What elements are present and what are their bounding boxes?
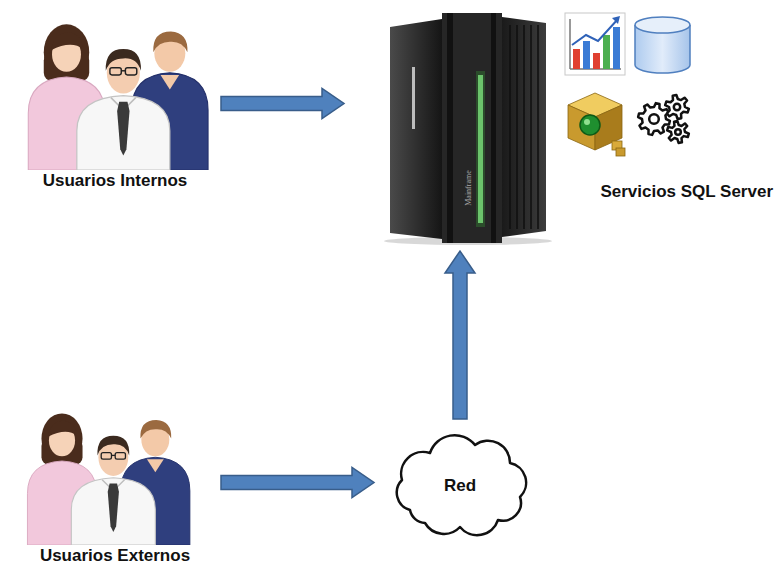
gears-icon: [638, 95, 689, 143]
server-rib: [530, 25, 532, 229]
people-illustration: [15, 405, 215, 545]
server-rib: [447, 13, 453, 243]
tie: [117, 102, 129, 156]
people-icon: [27, 413, 189, 545]
package-icon: [568, 93, 625, 156]
man-body: [71, 478, 155, 545]
device-label: Mainframe: [464, 170, 473, 206]
glasses: [110, 68, 121, 75]
server-panel: [390, 19, 442, 239]
server-illustration: [350, 5, 777, 245]
server-node: Servicios SQL Server: [350, 5, 777, 245]
neck: [161, 75, 180, 89]
hair: [140, 420, 171, 439]
glasses: [121, 70, 125, 71]
mainframe-server: [384, 13, 552, 245]
user-group: Usuarios Internos: [15, 15, 215, 192]
cloud-label: Red: [444, 475, 476, 497]
hair: [51, 33, 83, 51]
server-rib: [537, 25, 539, 229]
glasses: [125, 68, 136, 75]
status-strip: [478, 75, 483, 223]
server-rib: [523, 25, 525, 229]
hair: [48, 421, 77, 437]
chart-frame: [565, 13, 625, 75]
chart-bar: [593, 53, 600, 69]
block-arrow: [445, 251, 475, 419]
chart-bar: [583, 41, 590, 69]
gear-hub: [649, 114, 659, 124]
block-arrow: [221, 89, 344, 119]
server-panel: [442, 13, 502, 243]
gear: [667, 121, 689, 143]
cloud-outline: [397, 435, 526, 535]
glasses: [115, 453, 125, 460]
man-body: [77, 96, 170, 170]
node-label: Usuarios Externos: [40, 545, 190, 567]
server-panel: [502, 17, 546, 237]
gear-hub: [675, 129, 681, 135]
hair: [41, 413, 82, 463]
green-orb: [580, 115, 600, 135]
database-icon: [635, 17, 690, 73]
node-label: Servicios SQL Server: [600, 181, 773, 203]
neck: [147, 459, 164, 472]
chart-bar: [603, 35, 610, 69]
server-rib: [509, 25, 511, 229]
glasses: [101, 453, 111, 460]
gear-hub: [674, 104, 680, 110]
people-illustration: [15, 15, 215, 170]
cylinder-top: [635, 17, 690, 33]
chart-bar: [613, 27, 620, 69]
hair: [153, 32, 187, 53]
chart-bar: [573, 49, 580, 69]
chart-axis: [569, 19, 571, 69]
server-rib: [516, 25, 518, 229]
glasses: [111, 455, 115, 456]
gear: [638, 103, 670, 135]
gear: [665, 95, 689, 119]
status-glow: [476, 71, 485, 227]
orb-shine: [584, 119, 590, 125]
small-box: [616, 148, 625, 156]
node-label: Usuarios Internos: [43, 170, 188, 192]
user-group: Usuarios Externos: [15, 405, 215, 567]
server-rib: [491, 13, 496, 243]
tie: [108, 483, 119, 532]
chart-arrow: [612, 16, 620, 24]
people-icon: [28, 24, 208, 170]
chart-line: [572, 19, 618, 45]
network-cloud: Red: [380, 425, 540, 540]
server-slit: [412, 67, 415, 129]
block-arrow: [221, 468, 374, 498]
chart-icon: [565, 13, 625, 75]
